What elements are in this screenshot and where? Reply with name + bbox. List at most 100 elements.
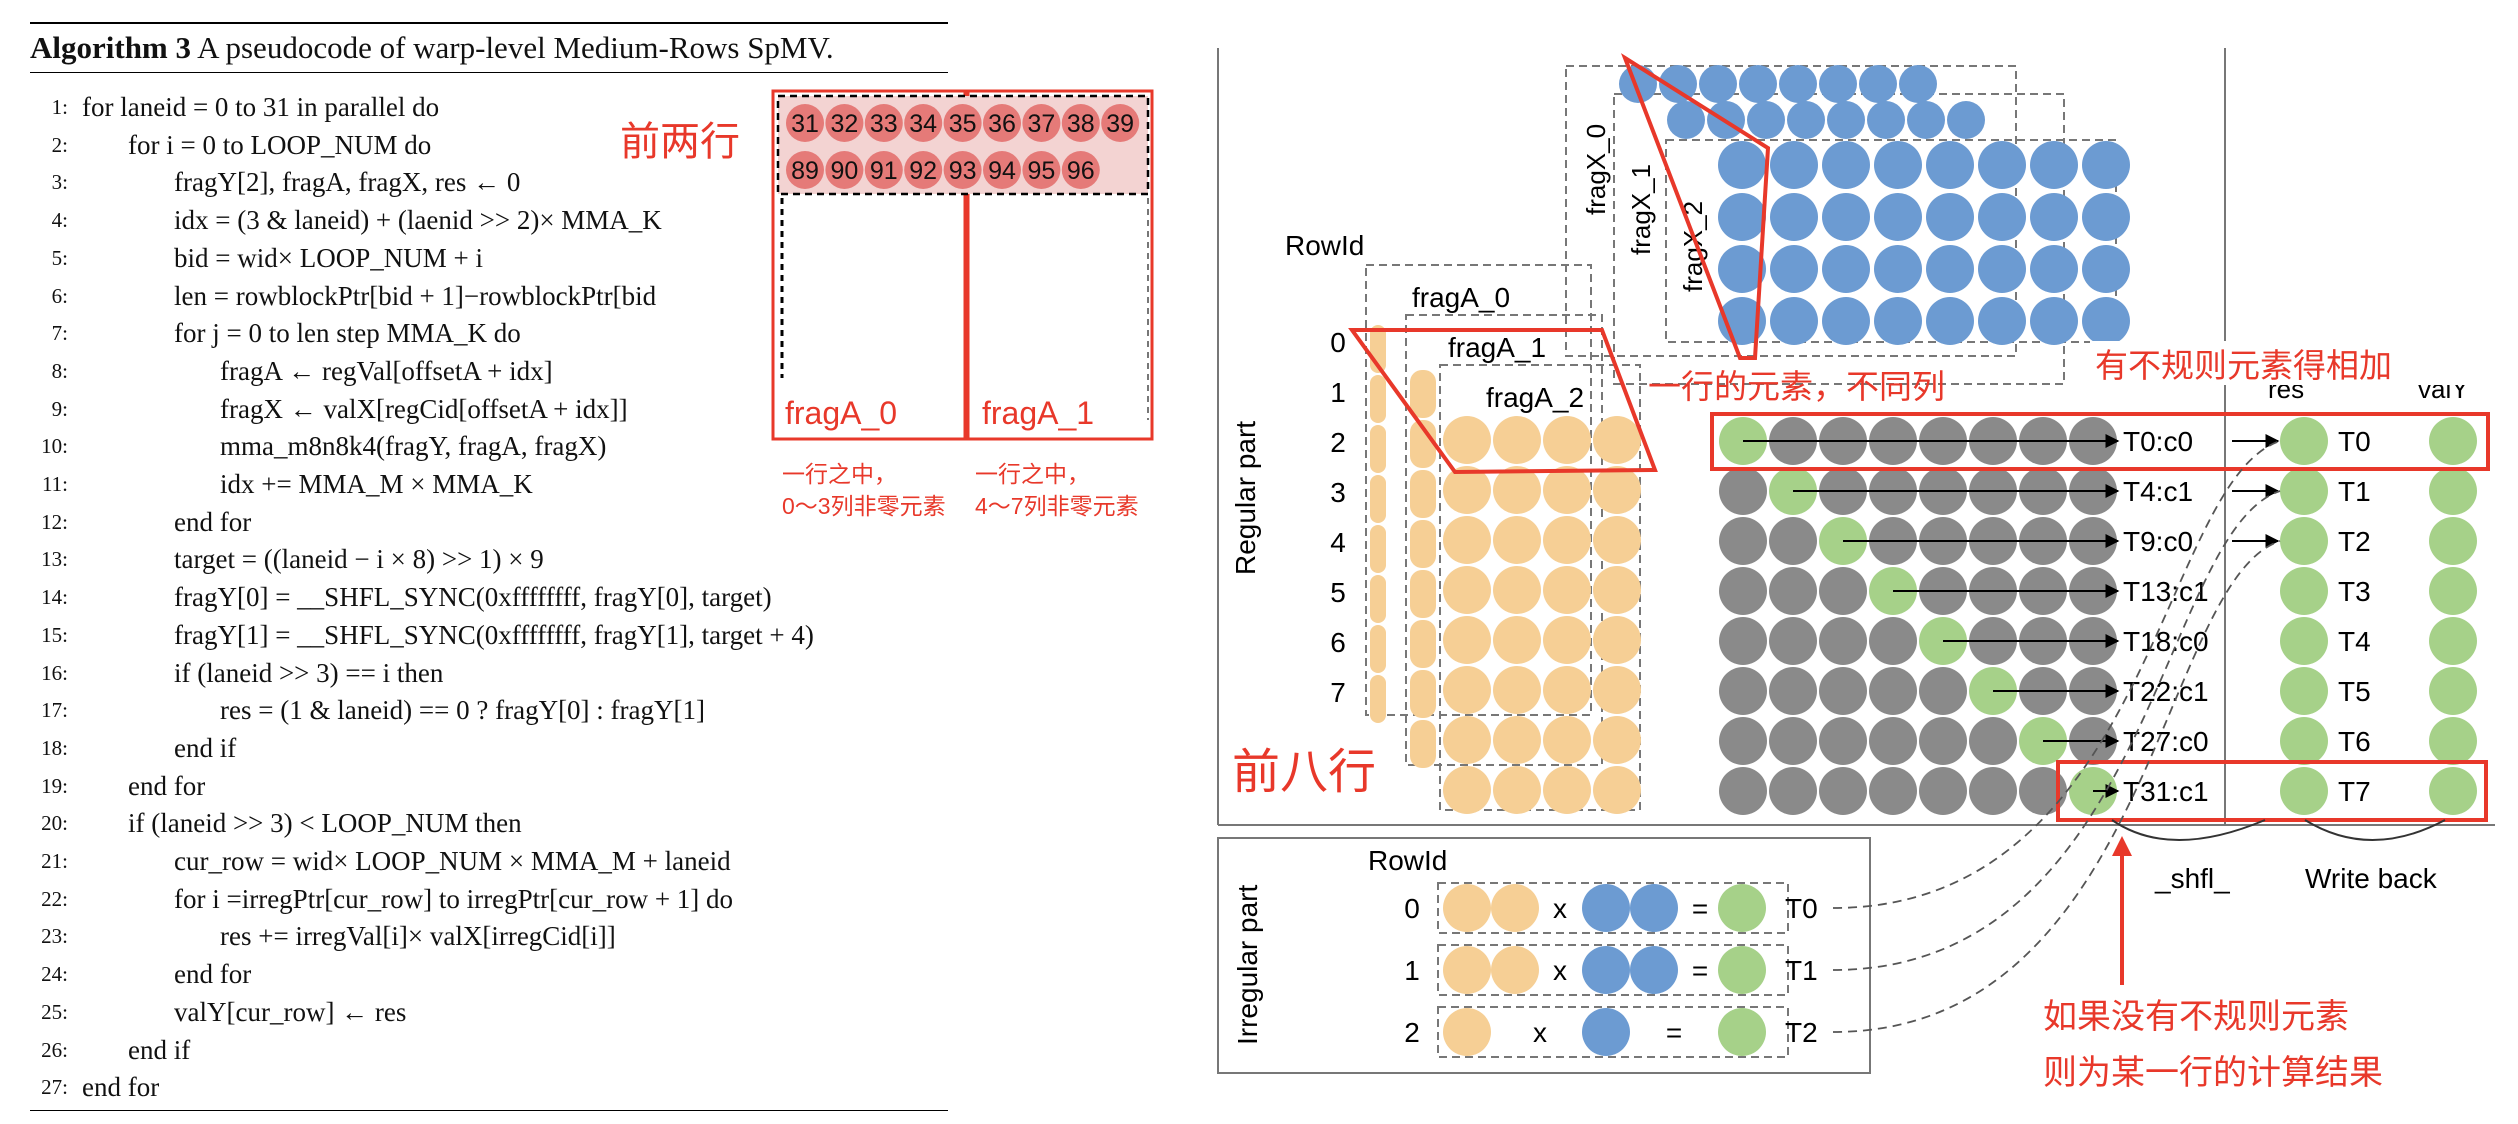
valy-element xyxy=(2429,567,2477,615)
grid-element xyxy=(1719,667,1767,715)
thread-cell-bg xyxy=(2122,573,2202,609)
pink-circle xyxy=(864,104,903,142)
right-diagram: Regular part fragX_0 fragX_1 fragX_2 Row… xyxy=(1217,48,2495,1092)
line-number: 13: xyxy=(41,547,68,572)
top-rule xyxy=(30,22,948,24)
grid-element xyxy=(1919,667,1967,715)
line-code: end for xyxy=(174,959,252,990)
pink-circle xyxy=(1022,104,1061,142)
line-code: fragY[2], fragA, fragX, res ← 0 xyxy=(174,167,521,198)
irregular-x-element xyxy=(1582,1008,1630,1056)
algorithm-title: Algorithm 3 A pseudocode of warp-level M… xyxy=(30,30,834,66)
pink-circle xyxy=(943,104,982,142)
fragA-2-element xyxy=(1593,566,1641,614)
row-id: 1 xyxy=(1330,377,1346,408)
res-thread-label: T2 xyxy=(2338,526,2371,557)
fragX-element xyxy=(1822,141,1870,189)
grid-element xyxy=(1969,717,2017,765)
row-id: 3 xyxy=(1330,477,1346,508)
grid-element xyxy=(1769,617,1817,665)
line-code: cur_row = wid× LOOP_NUM × MMA_M + laneid xyxy=(174,846,731,876)
thread-cell-label: T9:c0 xyxy=(2123,526,2193,557)
fragA-0-element xyxy=(1370,425,1386,473)
algorithm-title-number: Algorithm 3 xyxy=(30,30,192,65)
no-irregular-line2: 则为某一行的计算结果 xyxy=(2043,1054,2383,1092)
line-code: idx = (3 & laneid) + (laenid >> 2)× MMA_… xyxy=(174,205,662,236)
fragA-2-element xyxy=(1493,716,1541,764)
fragA-2-element xyxy=(1443,666,1491,714)
fragA-1-element xyxy=(1410,620,1436,668)
row7-red-highlight xyxy=(2056,760,2488,822)
grid-element xyxy=(1819,667,1867,715)
grid-element xyxy=(1769,517,1817,565)
fragA-2-element xyxy=(1493,566,1541,614)
fragX-element xyxy=(1926,193,1974,241)
dashed-connector xyxy=(1832,440,2281,909)
fragA-1-element xyxy=(1410,520,1436,568)
fragA-0-element xyxy=(1370,475,1386,523)
line-number: 9: xyxy=(51,396,68,421)
line-code: end if xyxy=(128,1034,191,1065)
res-element xyxy=(2280,517,2328,565)
fragX-element xyxy=(1874,245,1922,293)
fragX-element xyxy=(1779,65,1817,103)
times-sign: x xyxy=(1553,893,1567,924)
irregular-row-id: 0 xyxy=(1404,893,1420,924)
line-number: 25: xyxy=(41,999,68,1024)
grid-element xyxy=(1869,717,1917,765)
fragX-element xyxy=(2030,297,2078,345)
thread-cell-label: T27:c0 xyxy=(2123,726,2209,757)
irregular-result-element xyxy=(1718,1008,1766,1056)
pink-circle xyxy=(786,104,824,142)
fragA-2-element xyxy=(1593,516,1641,564)
fragX-element xyxy=(2082,245,2130,293)
fragA-2-element xyxy=(1543,616,1591,664)
fragX-element xyxy=(1822,297,1870,345)
note-a1-line1: 一行之中， xyxy=(975,461,1090,487)
grid-element xyxy=(1869,617,1917,665)
line-code: for laneid = 0 to 31 in parallel do xyxy=(82,92,440,122)
fragA-1-element xyxy=(1410,720,1436,768)
line-number: 7: xyxy=(51,321,68,346)
fragA-2-element xyxy=(1593,416,1641,464)
fragA-2-element xyxy=(1593,666,1641,714)
fragA-0-label: fragA_0 xyxy=(785,395,897,431)
fragX-element xyxy=(1718,245,1766,293)
fragA-2-element xyxy=(1493,666,1541,714)
pink-number: 36 xyxy=(988,110,1016,138)
valy-element xyxy=(2429,617,2477,665)
line-code: for i =irregPtr[cur_row] to irregPtr[cur… xyxy=(174,883,734,914)
pink-number: 94 xyxy=(988,157,1016,185)
irregular-a-element xyxy=(1491,884,1539,932)
line-number: 22: xyxy=(41,886,68,911)
algorithm-block: Algorithm 3 A pseudocode of warp-level M… xyxy=(30,22,950,1112)
line-code: fragY[1] = __SHFL_SYNC(0xffffffff, fragY… xyxy=(174,619,814,650)
thread-cell-label: T18:c0 xyxy=(2123,626,2209,657)
bottom-rule xyxy=(30,1110,948,1111)
fragX-2-label: fragX_2 xyxy=(1678,201,1708,292)
thread-cell-label: T4:c1 xyxy=(2123,476,2193,507)
thread-cell-label: T0:c0 xyxy=(2123,426,2193,457)
thread-cell-bg xyxy=(2122,423,2202,459)
fragX-0-frame xyxy=(1565,65,2017,357)
line-number: 12: xyxy=(41,509,68,534)
thread-cell-bg xyxy=(2122,473,2202,509)
grid-element xyxy=(1819,717,1867,765)
fragA-0-element xyxy=(1370,675,1386,723)
fragX-element xyxy=(2030,245,2078,293)
fragA-2-element xyxy=(1543,416,1591,464)
line-code: fragA ← regVal[offsetA + idx] xyxy=(220,355,553,386)
irregular-thread-label: T0 xyxy=(1785,893,1818,924)
pink-number: 89 xyxy=(791,157,819,185)
pink-circle xyxy=(825,104,864,142)
pink-number: 96 xyxy=(1067,157,1095,185)
pink-circle xyxy=(864,151,903,189)
line-number: 19: xyxy=(41,773,68,798)
grid-element xyxy=(1919,717,1967,765)
grid-element xyxy=(1969,767,2017,815)
fragX-blue-stack xyxy=(1619,65,2130,345)
irregular-x-element xyxy=(1630,946,1678,994)
